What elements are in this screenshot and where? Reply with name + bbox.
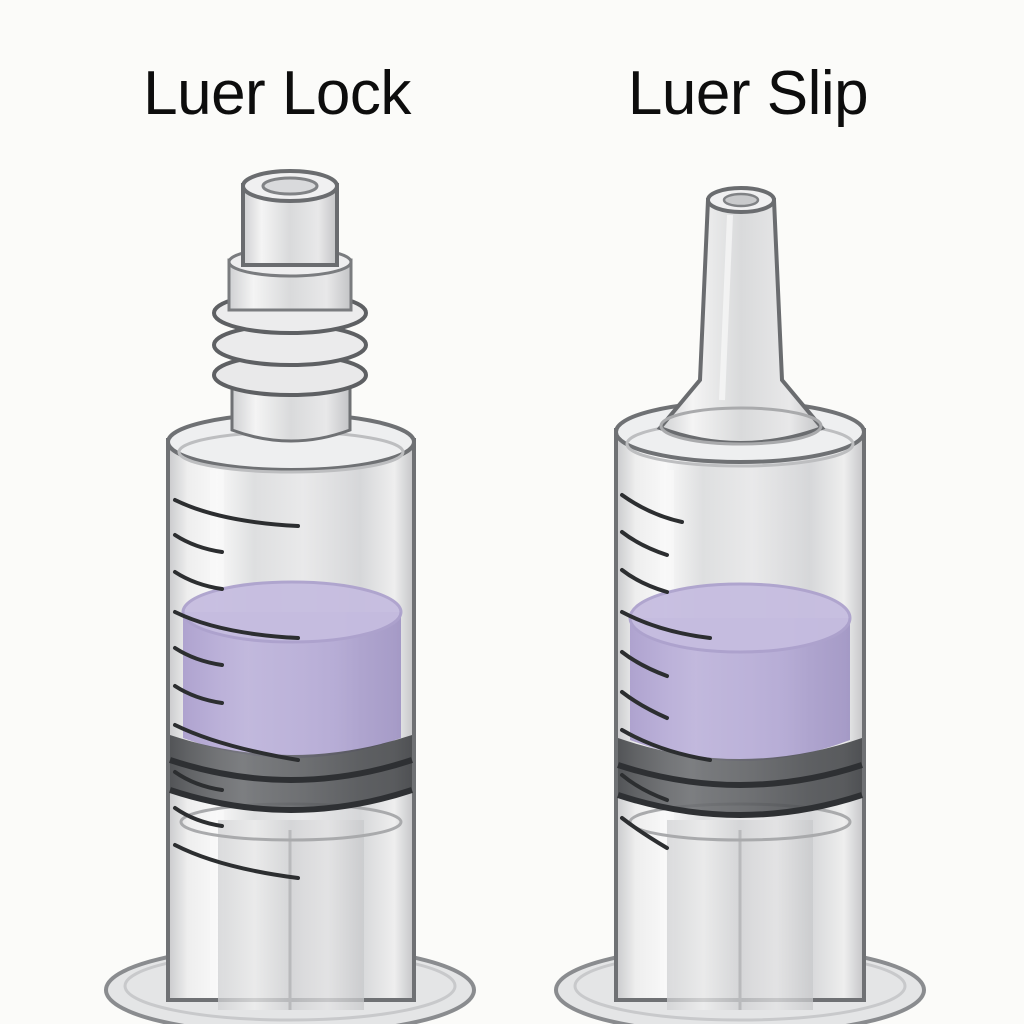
graduation-marks <box>620 493 712 850</box>
luer-lock-tip <box>241 169 339 267</box>
luer-lock-syringe <box>104 169 476 1024</box>
luer-slip-title: Luer Slip <box>627 59 869 128</box>
graduation-marks <box>173 498 300 880</box>
luer-slip-syringe <box>554 186 926 1024</box>
luer-lock-title: Luer Lock <box>143 59 411 128</box>
luer-slip-tip <box>656 186 826 446</box>
plunger-stopper <box>169 735 413 813</box>
plunger-stopper <box>617 738 863 818</box>
plunger-rod <box>179 802 403 1010</box>
luer-lock-threads <box>212 246 368 397</box>
fluid <box>181 580 403 758</box>
